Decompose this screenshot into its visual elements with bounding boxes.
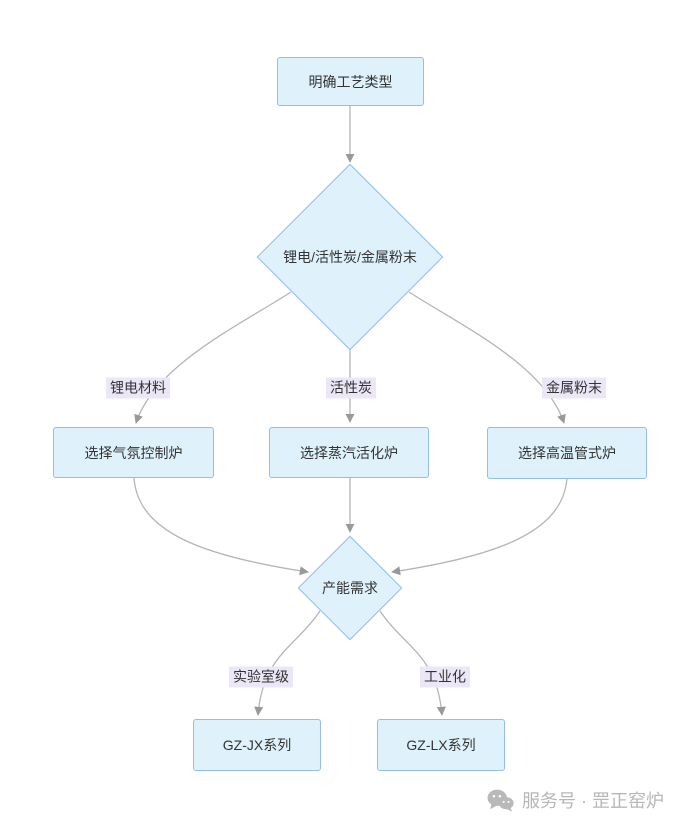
watermark: 服务号 · 罡正窑炉 [487, 787, 664, 813]
node-jx-series: GZ-JX系列 [193, 719, 321, 771]
node-decision2: 产能需求 [297, 535, 403, 641]
edge-decision2-to-lx [379, 610, 446, 716]
decision1-label: 锂电/活性炭/金属粉末 [283, 249, 417, 265]
edge-atmosphere-to-decision2 [133, 477, 309, 576]
edge-label-metal-powder: 金属粉末 [542, 377, 606, 399]
node-steam-furnace: 选择蒸汽活化炉 [269, 427, 429, 478]
edge-decision1-to-atmosphere [134, 291, 292, 424]
node-decision1: 锂电/活性炭/金属粉末 [256, 163, 444, 351]
node-lx-series: GZ-LX系列 [377, 719, 505, 771]
edge-label-activated-carbon: 活性炭 [326, 377, 376, 399]
wechat-icon [487, 789, 514, 812]
node-tube-furnace: 选择高温管式炉 [487, 427, 647, 479]
edge-tube-to-decision2 [391, 477, 568, 576]
edge-decision2-to-jx [254, 610, 321, 716]
node-start: 明确工艺类型 [277, 57, 424, 106]
edge-label-lab-scale: 实验室级 [229, 666, 293, 688]
edge-label-industrial: 工业化 [420, 666, 470, 688]
edge-decision1-to-tube [408, 291, 566, 424]
decision2-label: 产能需求 [322, 580, 378, 596]
node-atmosphere-furnace: 选择气氛控制炉 [53, 427, 214, 478]
watermark-text: 服务号 · 罡正窑炉 [522, 791, 664, 811]
edge-label-lithium: 锂电材料 [106, 377, 170, 399]
